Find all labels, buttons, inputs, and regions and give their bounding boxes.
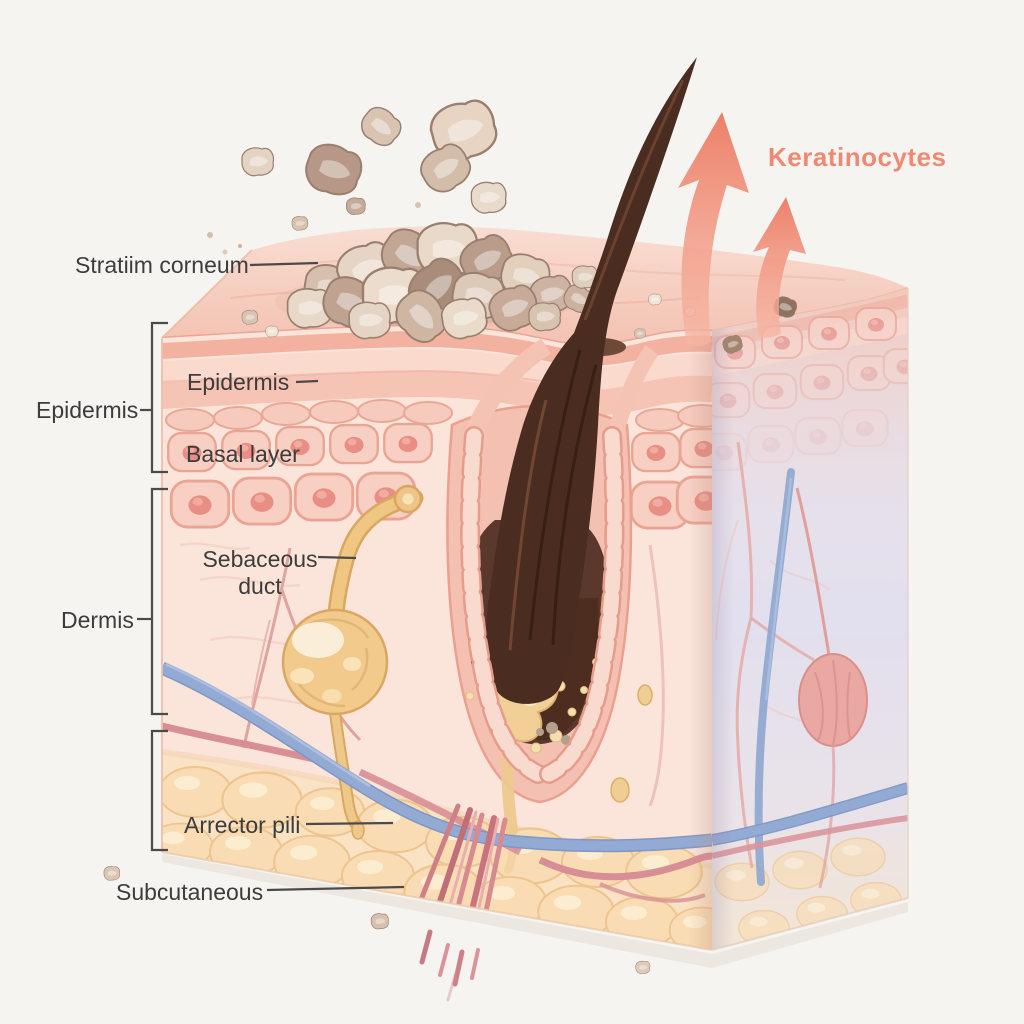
dermis-label: Dermis <box>61 607 134 633</box>
epidermis-group-label: Epidermis <box>36 397 139 423</box>
sebaceous-gland <box>281 484 424 840</box>
epidermis-layer-label: Epidermis <box>187 369 290 395</box>
subcutaneous-label: Subcutaneous <box>116 879 264 905</box>
sebaceous-duct-leader <box>317 555 357 560</box>
right-face-gland <box>795 487 868 889</box>
sebaceous-duct-tube <box>330 492 421 624</box>
floating-flakes <box>207 94 507 255</box>
block-edges <box>161 288 909 951</box>
follicle-bead-lining <box>460 426 625 784</box>
skin-right-face <box>712 288 908 950</box>
sebaceous-duct-label: Sebaceous duct <box>195 546 325 600</box>
arrector-pili-leader <box>305 821 394 826</box>
stratum-corneum-leader <box>249 261 319 267</box>
hair-shaft <box>485 57 697 704</box>
arrector-pili-label: Arrector pili <box>184 812 301 838</box>
keratinocytes-arrows <box>678 112 806 347</box>
annotation-lines <box>137 261 405 892</box>
keratinocytes-label: Keratinocytes <box>768 142 947 172</box>
dermis-bracket <box>150 487 168 716</box>
subcutaneous-bracket <box>150 729 168 852</box>
stratum-corneum-flake-pile <box>286 220 598 351</box>
subcutaneous-leader <box>266 885 405 892</box>
epidermis-layer-leader <box>295 379 319 384</box>
up-arrow-large <box>678 112 749 347</box>
stratum-corneum-label: Stratiim corneum <box>75 252 249 278</box>
sebum-droplet <box>610 777 630 803</box>
blue-vessel <box>162 662 712 853</box>
basal-layer-label: Basal layer <box>186 441 300 467</box>
sebum-droplet <box>637 684 653 706</box>
up-arrow-small <box>753 197 806 338</box>
sebaceous-duct-label-line1: Sebaceous <box>202 546 318 572</box>
epidermis-bracket <box>150 321 168 474</box>
sebaceous-duct-label-line2: duct <box>238 573 282 599</box>
red-vessel-right <box>712 815 908 859</box>
arrector-pili-below <box>419 929 480 1002</box>
